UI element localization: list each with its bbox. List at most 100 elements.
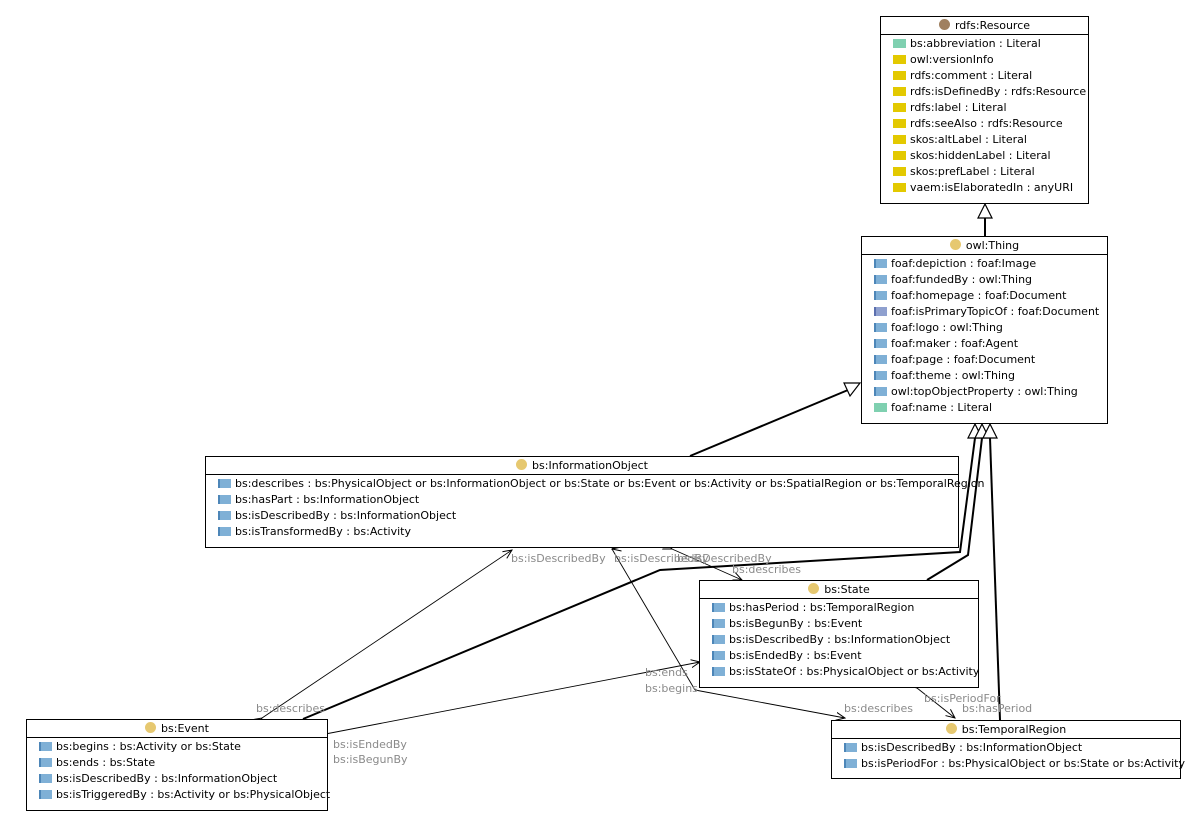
attribute-row[interactable]: bs:begins : bs:Activity or bs:State — [27, 739, 327, 755]
attribute-row[interactable]: foaf:depiction : foaf:Image — [862, 256, 1107, 272]
attribute-list: bs:abbreviation : Literal owl:versionInf… — [881, 35, 1088, 196]
class-owl-thing[interactable]: owl:Thing foaf:depiction : foaf:Image fo… — [861, 236, 1108, 424]
class-title: rdfs:Resource — [881, 17, 1088, 35]
literal-property-icon — [893, 71, 906, 80]
object-property-icon — [39, 742, 52, 751]
attribute-row[interactable]: rdfs:label : Literal — [881, 100, 1088, 116]
edge-label-isbegunby: bs:isBegunBy — [333, 753, 408, 766]
class-bs-event[interactable]: bs:Event bs:begins : bs:Activity or bs:S… — [26, 719, 330, 811]
attribute-row[interactable]: foaf:logo : owl:Thing — [862, 320, 1107, 336]
attribute-row[interactable]: bs:isDescribedBy : bs:InformationObject — [832, 740, 1180, 756]
edge-state-to-thing — [926, 437, 983, 581]
attribute-row[interactable]: foaf:homepage : foaf:Document — [862, 288, 1107, 304]
attribute-list: bs:describes : bs:PhysicalObject or bs:I… — [206, 475, 985, 540]
attribute-row[interactable]: foaf:page : foaf:Document — [862, 352, 1107, 368]
edge-label-describes: bs:describes — [256, 702, 326, 715]
literal-property-icon — [893, 87, 906, 96]
object-property-icon — [874, 259, 887, 268]
class-dot-icon — [145, 722, 157, 733]
attribute-row[interactable]: bs:isTriggeredBy : bs:Activity or bs:Phy… — [27, 787, 330, 803]
edge-label-isdescribedby: bs:isDescribedBy — [511, 552, 606, 565]
class-title: owl:Thing — [862, 237, 1107, 255]
attribute-row[interactable]: bs:describes : bs:PhysicalObject or bs:I… — [206, 476, 985, 492]
object-property-icon — [39, 758, 52, 767]
attribute-row[interactable]: bs:isDescribedBy : bs:InformationObject — [27, 771, 327, 787]
object-property-icon — [712, 651, 725, 660]
attribute-row[interactable]: bs:isTransformedBy : bs:Activity — [206, 524, 958, 540]
edge-label-hasperiod: bs:hasPeriod — [962, 702, 1033, 715]
attribute-row[interactable]: bs:hasPart : bs:InformationObject — [206, 492, 958, 508]
object-property-icon — [874, 387, 887, 396]
edge-label-describes: bs:describes — [732, 563, 802, 576]
attribute-row[interactable]: owl:topObjectProperty : owl:Thing — [862, 384, 1107, 400]
class-bs-information-object[interactable]: bs:InformationObject bs:describes : bs:P… — [205, 456, 985, 548]
class-bs-temporal-region[interactable]: bs:TemporalRegion bs:isDescribedBy : bs:… — [831, 720, 1185, 779]
inverse-property-icon — [874, 307, 887, 316]
edge-label-isperiodfor: bs:isPeriodFor — [924, 692, 1001, 705]
literal-property-icon — [893, 119, 906, 128]
class-title: bs:TemporalRegion — [832, 721, 1180, 739]
object-property-icon — [844, 759, 857, 768]
edge-label-isendedby: bs:isEndedBy — [333, 738, 407, 751]
attribute-row[interactable]: bs:ends : bs:State — [27, 755, 327, 771]
attribute-row[interactable]: vaem:isElaboratedIn : anyURI — [881, 180, 1088, 196]
edge-label-isdescribedby: bs:isDescribedBy — [677, 552, 772, 565]
attribute-row[interactable]: rdfs:seeAlso : rdfs:Resource — [881, 116, 1088, 132]
edge-label-describes: bs:describes — [844, 702, 914, 715]
arrowhead-thing-to-resource — [977, 202, 993, 219]
attribute-row[interactable]: foaf:theme : owl:Thing — [862, 368, 1107, 384]
edge-io-event-describes — [262, 550, 512, 718]
attribute-row[interactable]: foaf:maker : foaf:Agent — [862, 336, 1107, 352]
attribute-row[interactable]: bs:isBegunBy : bs:Event — [700, 616, 978, 632]
attribute-row[interactable]: foaf:isPrimaryTopicOf : foaf:Document — [862, 304, 1107, 320]
edge-io-state-describes — [672, 549, 742, 580]
attribute-list: foaf:depiction : foaf:Image foaf:fundedB… — [862, 255, 1107, 416]
object-property-icon — [712, 635, 725, 644]
object-property-icon — [39, 790, 52, 799]
attribute-list: bs:begins : bs:Activity or bs:State bs:e… — [27, 738, 330, 803]
object-property-icon — [874, 291, 887, 300]
object-property-icon — [874, 275, 887, 284]
attribute-row[interactable]: bs:isDescribedBy : bs:InformationObject — [700, 632, 978, 648]
attribute-row[interactable]: bs:isEndedBy : bs:Event — [700, 648, 978, 664]
class-dot-icon — [516, 459, 528, 470]
class-bs-state[interactable]: bs:State bs:hasPeriod : bs:TemporalRegio… — [699, 580, 979, 688]
attribute-row[interactable]: bs:abbreviation : Literal — [881, 36, 1088, 52]
object-property-icon — [874, 323, 887, 332]
attribute-row[interactable]: foaf:fundedBy : owl:Thing — [862, 272, 1107, 288]
attribute-row[interactable]: owl:versionInfo — [881, 52, 1088, 68]
edge-event-state-begins-ends — [315, 662, 700, 736]
attribute-list: bs:hasPeriod : bs:TemporalRegion bs:isBe… — [700, 599, 979, 680]
attribute-row[interactable]: bs:hasPeriod : bs:TemporalRegion — [700, 600, 978, 616]
class-title: bs:State — [700, 581, 978, 599]
annotation-property-icon — [893, 39, 906, 48]
object-property-icon — [218, 479, 231, 488]
association-edges — [262, 546, 955, 736]
object-property-icon — [712, 667, 725, 676]
class-dot-icon — [808, 583, 820, 594]
attribute-row[interactable]: skos:altLabel : Literal — [881, 132, 1088, 148]
attribute-row[interactable]: bs:isStateOf : bs:PhysicalObject or bs:A… — [700, 664, 979, 680]
object-property-icon — [712, 619, 725, 628]
class-rdfs-resource[interactable]: rdfs:Resource bs:abbreviation : Literal … — [880, 16, 1089, 204]
literal-property-icon — [893, 103, 906, 112]
edge-io-tr-describes-b — [694, 689, 845, 718]
edge-label-begins: bs:begins — [645, 682, 698, 695]
attribute-row[interactable]: skos:hiddenLabel : Literal — [881, 148, 1088, 164]
attribute-row[interactable]: skos:prefLabel : Literal — [881, 164, 1088, 180]
object-property-icon — [712, 603, 725, 612]
literal-property-icon — [893, 55, 906, 64]
edge-io-to-thing — [689, 389, 849, 457]
attribute-row[interactable]: bs:isDescribedBy : bs:InformationObject — [206, 508, 958, 524]
arrowhead-tr-to-thing — [982, 422, 998, 439]
attribute-row[interactable]: bs:isPeriodFor : bs:PhysicalObject or bs… — [832, 756, 1185, 772]
object-property-icon — [218, 495, 231, 504]
object-property-icon — [39, 774, 52, 783]
edge-label-isdescribedby: bs:isDescribedBy — [614, 552, 709, 565]
attribute-row[interactable]: foaf:name : Literal — [862, 400, 1107, 416]
object-property-icon — [218, 527, 231, 536]
attribute-row[interactable]: rdfs:comment : Literal — [881, 68, 1088, 84]
attribute-row[interactable]: rdfs:isDefinedBy : rdfs:Resource — [881, 84, 1088, 100]
object-property-icon — [218, 511, 231, 520]
